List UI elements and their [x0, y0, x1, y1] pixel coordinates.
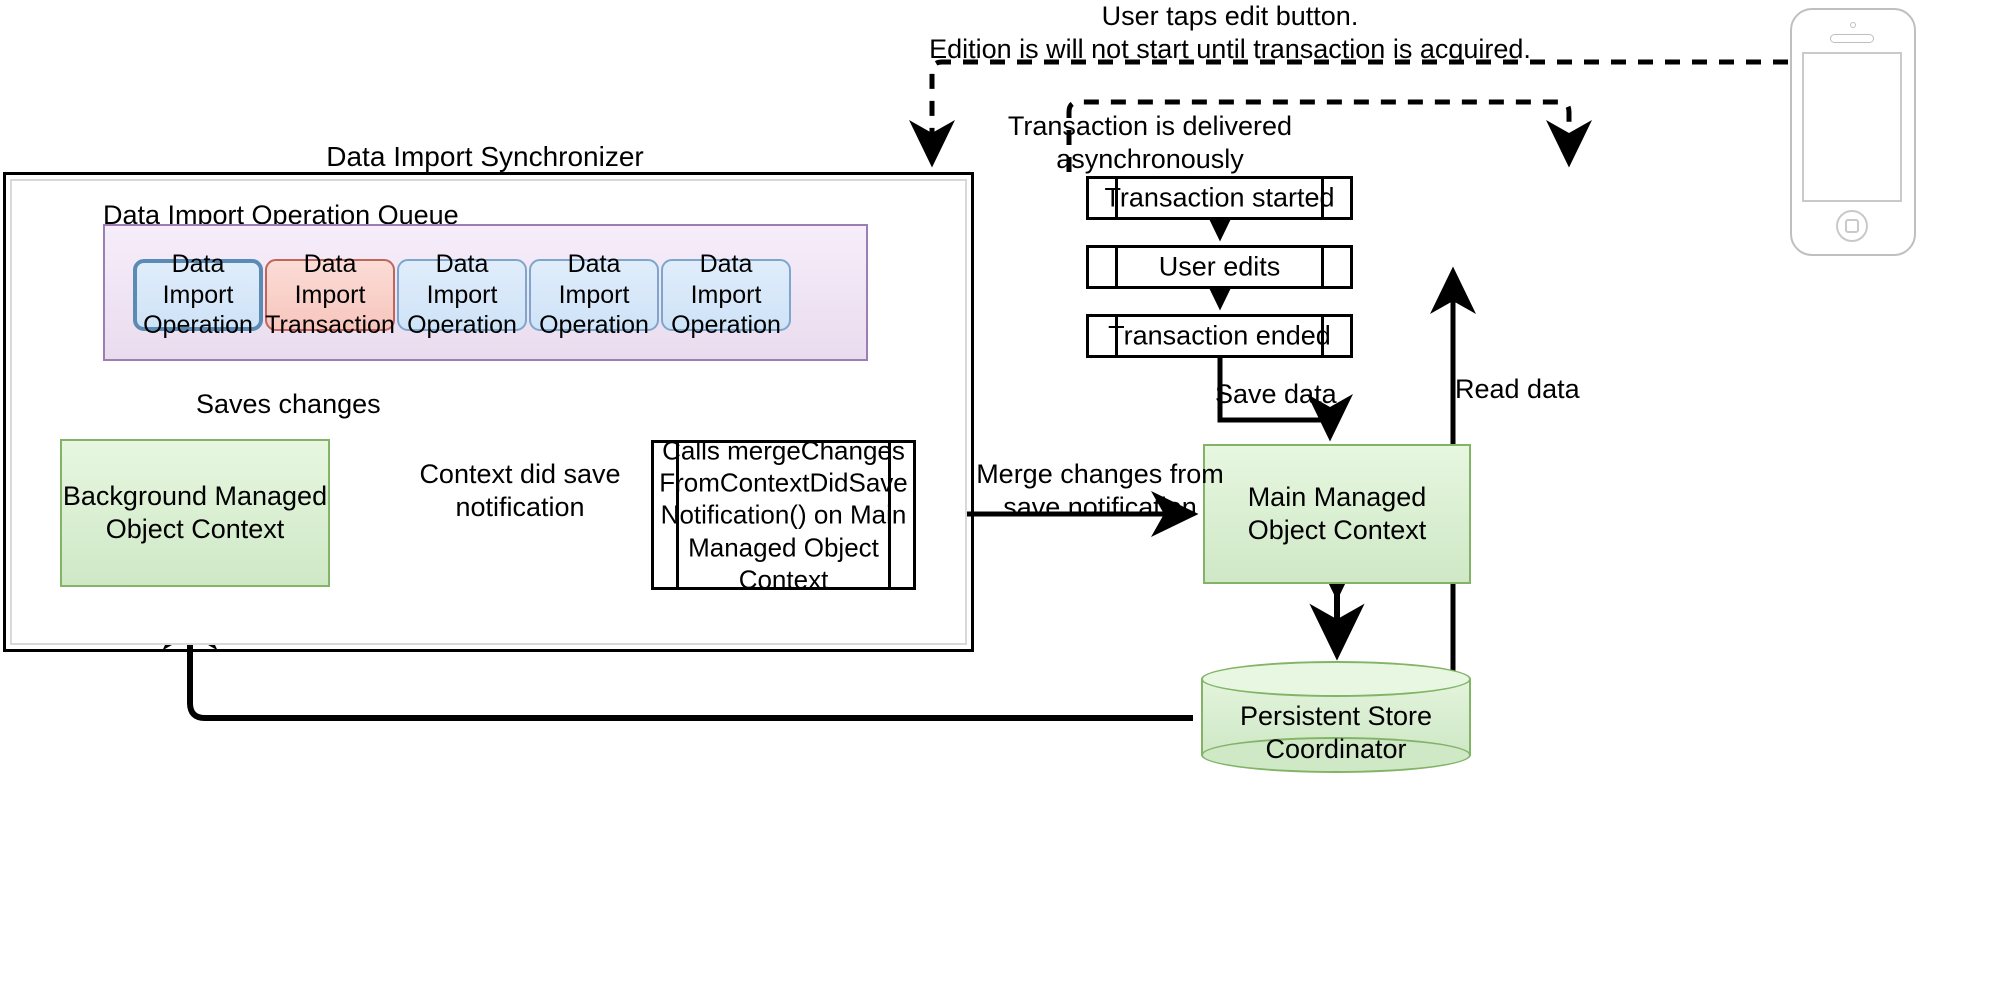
main-managed-object-context[interactable]: Main Managed Object Context	[1203, 444, 1471, 584]
process-user-edits[interactable]: User edits	[1086, 245, 1353, 289]
edge-transaction-async	[1066, 99, 1592, 172]
process-right-rule	[888, 443, 891, 587]
synchronizer-frame-outer	[3, 172, 974, 652]
speaker-icon	[1830, 34, 1874, 43]
persistent-store-label: Persistent Store Coordinator	[1239, 701, 1433, 765]
step-label: Transaction ended	[1108, 320, 1331, 351]
edge-save-data	[1217, 358, 1353, 442]
home-button-square-icon	[1845, 219, 1859, 233]
home-button-icon[interactable]	[1836, 210, 1868, 242]
edge-label-saves-changes: Saves changes	[196, 389, 381, 419]
edge-label-save-data: Save data	[1215, 379, 1337, 409]
process-right-rule	[1321, 248, 1324, 286]
process-transaction-ended[interactable]: Transaction ended	[1086, 314, 1353, 358]
note-user-taps-edit: User taps edit button. Edition is will n…	[929, 1, 1531, 64]
step-label: User edits	[1158, 251, 1281, 282]
process-left-rule	[1115, 179, 1118, 217]
persistent-store-coordinator[interactable]	[1201, 661, 1471, 773]
camera-icon	[1850, 22, 1856, 28]
edge-label-context-did-save: Context did save notification	[419, 459, 621, 522]
edge-store-background	[162, 593, 1193, 721]
process-left-rule	[1115, 248, 1118, 286]
phone-screen	[1802, 52, 1902, 202]
process-right-rule	[1321, 179, 1324, 217]
process-left-rule	[1115, 317, 1118, 355]
process-transaction-started[interactable]: Transaction started	[1086, 176, 1353, 220]
note-transaction-async: Transaction is delivered asynchronously	[1007, 111, 1293, 174]
process-merge-label: Calls mergeChanges FromContextDidSave No…	[659, 435, 908, 595]
edge-label-merge-changes: Merge changes from save notification	[976, 459, 1224, 522]
iphone-device	[1790, 8, 1916, 256]
edge-label-read-data: Read data	[1455, 374, 1580, 404]
process-left-rule	[676, 443, 679, 587]
cylinder-bottom	[1201, 737, 1471, 773]
process-merge-changes[interactable]: Calls mergeChanges FromContextDidSave No…	[651, 435, 916, 594]
background-managed-object-context[interactable]: Background Managed Object Context	[60, 439, 330, 587]
queue-card-transaction[interactable]: Data Import Transaction	[265, 250, 395, 340]
process-right-rule	[1321, 317, 1324, 355]
queue-card-operation-4[interactable]: Data Import Operation	[661, 250, 791, 339]
queue-card-operation-1[interactable]: Data Import Operation	[133, 250, 263, 339]
edge-user-taps-edit	[909, 59, 1788, 168]
cylinder-top	[1201, 661, 1471, 697]
step-label: Transaction started	[1104, 182, 1335, 213]
synchronizer-title: Data Import Synchronizer	[326, 141, 644, 172]
queue-card-operation-2[interactable]: Data Import Operation	[397, 250, 527, 339]
queue-card-operation-3[interactable]: Data Import Operation	[529, 250, 659, 339]
